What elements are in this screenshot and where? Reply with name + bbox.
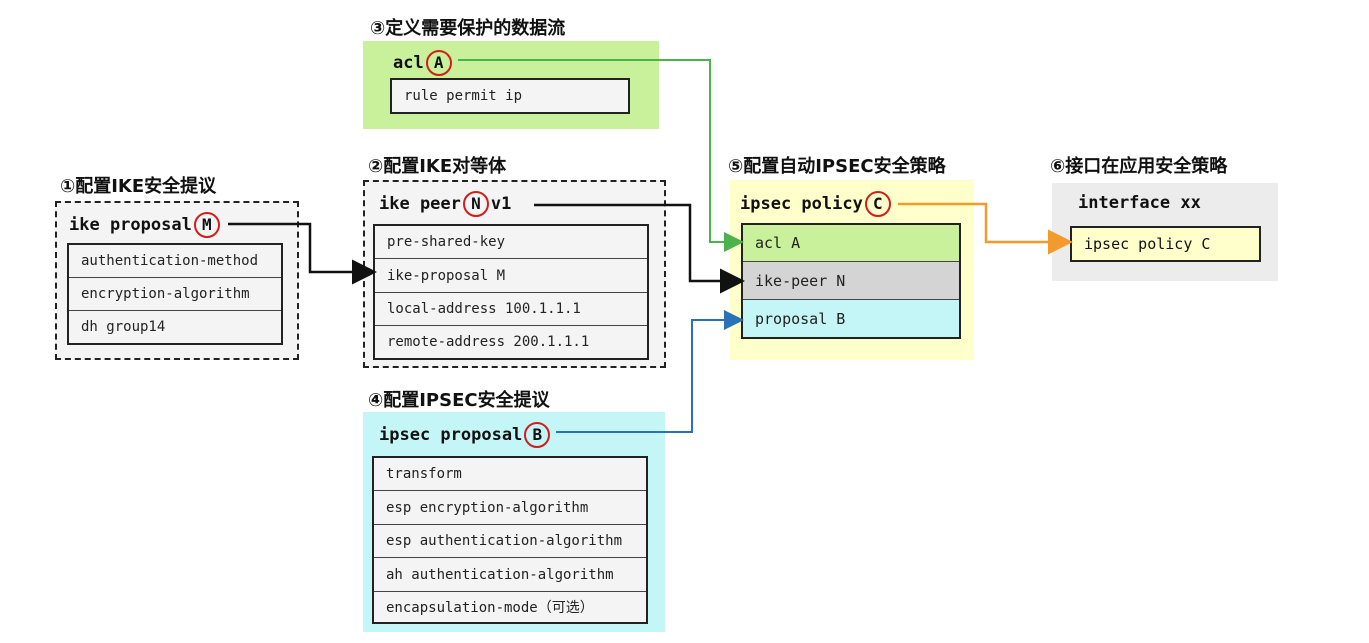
- policy-proposal-row: proposal B: [743, 300, 959, 337]
- list-item: authentication-method: [69, 245, 281, 278]
- list-item: ah authentication-algorithm: [374, 558, 646, 592]
- list-item: encryption-algorithm: [69, 278, 281, 311]
- ike-proposal-list: authentication-method encryption-algorit…: [67, 243, 283, 345]
- ike-proposal-keyword: ike proposal: [69, 215, 192, 235]
- step5-title: ⑤配置自动IPSEC安全策略: [728, 156, 946, 177]
- tag-n-circle: N: [462, 191, 489, 217]
- interface-panel: interface xx ipsec policy C: [1052, 183, 1278, 281]
- tag-c-circle: C: [864, 191, 891, 217]
- ike-peer-keyword: ike peer: [379, 194, 461, 214]
- interface-policy-box: ipsec policy C: [1070, 226, 1261, 262]
- list-item: pre-shared-key: [375, 226, 647, 259]
- list-item: encapsulation-mode（可选）: [386, 600, 594, 616]
- step2-title: ②配置IKE对等体: [368, 156, 507, 177]
- ipsec-policy-list: acl A ike-peer N proposal B: [741, 223, 961, 339]
- ipsec-proposal-keyword: ipsec proposal: [379, 425, 523, 445]
- list-item: remote-address 200.1.1.1: [387, 334, 590, 350]
- policy-acl-row: acl A: [743, 225, 959, 262]
- acl-keyword: acl: [393, 53, 424, 73]
- list-item: local-address 100.1.1.1: [375, 293, 647, 326]
- policy-ike-peer-row: ike-peer N: [743, 262, 959, 300]
- ipsec-proposal-list: transform esp encryption-algorithm esp a…: [372, 456, 648, 624]
- step4-title: ④配置IPSEC安全提议: [368, 390, 550, 411]
- list-item: ike-proposal M: [375, 259, 647, 293]
- ipsec-policy-keyword: ipsec policy: [740, 194, 863, 214]
- tag-m-circle: M: [193, 212, 220, 238]
- tag-a-circle: A: [425, 50, 452, 76]
- list-item: esp encryption-algorithm: [374, 491, 646, 525]
- ike-peer-version: v1: [490, 194, 512, 214]
- interface-head: interface xx: [1078, 193, 1201, 213]
- list-item: transform: [374, 458, 646, 491]
- step3-title: ③定义需要保护的数据流: [370, 18, 566, 39]
- acl-rule-row: rule permit ip: [404, 88, 523, 104]
- list-item: esp authentication-algorithm: [374, 525, 646, 558]
- acl-rule-list: rule permit ip: [390, 78, 630, 114]
- step1-title: ①配置IKE安全提议: [60, 176, 217, 197]
- tag-b-circle: B: [524, 422, 551, 448]
- list-item: dh group14: [81, 319, 166, 335]
- ike-peer-list: pre-shared-key ike-proposal M local-addr…: [373, 224, 649, 360]
- step6-title: ⑥接口在应用安全策略: [1050, 156, 1228, 177]
